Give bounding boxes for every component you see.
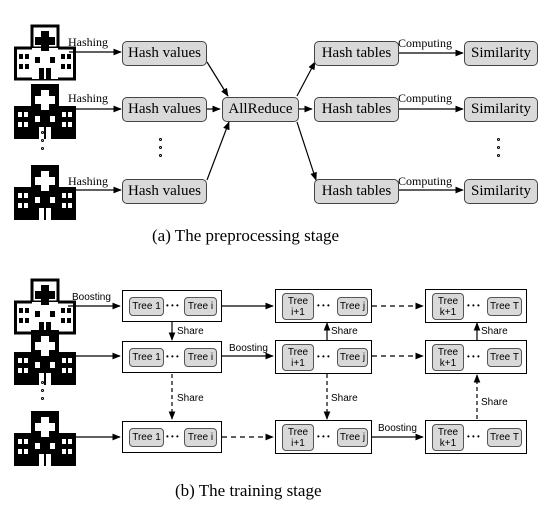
edge-label-boosting: Boosting xyxy=(72,292,111,303)
edge-label-boosting: Boosting xyxy=(378,423,417,434)
edge-label-boosting: Boosting xyxy=(229,343,268,354)
tree-group: Tree i+1 • • • Tree j xyxy=(275,289,372,323)
hospital-icon xyxy=(14,330,76,385)
tree-group: Tree 1 • • • Tree i xyxy=(122,290,222,322)
tree-node: Tree T xyxy=(487,428,522,447)
tree-node: Tree 1 xyxy=(129,428,164,447)
edge-label-share: Share xyxy=(177,393,204,404)
tree-node: Tree j xyxy=(337,297,368,316)
edge-label-computing: Computing xyxy=(398,91,453,105)
edge-label-computing: Computing xyxy=(398,174,453,188)
caption-preprocessing: (a) The preprocessing stage xyxy=(152,226,340,245)
tree-group: Tree k+1 • • • Tree T xyxy=(425,340,527,374)
tree-node: Tree k+1 xyxy=(432,424,464,451)
tree-group: Tree i+1 • • • Tree j xyxy=(275,420,372,454)
vertical-ellipsis xyxy=(41,131,47,155)
tree-group: Tree 1 • • • Tree i xyxy=(122,341,222,373)
tree-node: Tree i xyxy=(184,428,217,447)
hospital-icon xyxy=(14,165,76,220)
hospital-icon xyxy=(14,278,76,335)
edge-label-share: Share xyxy=(331,326,358,337)
edge-label-hashing: Hashing xyxy=(68,174,108,188)
tree-node: Tree k+1 xyxy=(432,293,464,320)
tree-group: Tree k+1 • • • Tree T xyxy=(425,420,527,454)
similarity-node: Similarity xyxy=(464,97,538,122)
allreduce-node: AllReduce xyxy=(222,97,299,122)
edge-label-hashing: Hashing xyxy=(68,91,108,105)
tree-group: Tree i+1 • • • Tree j xyxy=(275,340,372,374)
hospital-icon xyxy=(14,411,76,466)
edge-label-share: Share xyxy=(481,326,508,337)
tree-group: Tree k+1 • • • Tree T xyxy=(425,289,527,323)
tree-node: Tree 1 xyxy=(129,348,164,367)
similarity-node: Similarity xyxy=(464,41,538,66)
tree-node: Tree T xyxy=(487,348,522,367)
hash-values-node: Hash values xyxy=(122,179,207,204)
tree-node: Tree i+1 xyxy=(282,293,314,320)
tree-node: Tree i xyxy=(184,348,217,367)
tree-node: Tree i+1 xyxy=(282,344,314,371)
tree-node: Tree 1 xyxy=(129,297,164,316)
hash-tables-node: Hash tables xyxy=(314,179,399,204)
hospital-icon xyxy=(14,24,76,81)
edge-label-share: Share xyxy=(481,397,508,408)
hash-values-node: Hash values xyxy=(122,97,207,122)
tree-node: Tree j xyxy=(337,428,368,447)
similarity-node: Similarity xyxy=(464,179,538,204)
edge-label-share: Share xyxy=(331,393,358,404)
vertical-ellipsis xyxy=(41,381,47,405)
vertical-ellipsis xyxy=(497,138,503,162)
tree-node: Tree k+1 xyxy=(432,344,464,371)
hash-tables-node: Hash tables xyxy=(314,97,399,122)
edge-label-computing: Computing xyxy=(398,36,453,50)
edge-label-hashing: Hashing xyxy=(68,35,108,49)
edge-label-share: Share xyxy=(177,326,204,337)
tree-group: Tree 1 • • • Tree i xyxy=(122,421,222,453)
hash-values-node: Hash values xyxy=(122,41,207,66)
tree-node: Tree i xyxy=(184,297,217,316)
hash-tables-node: Hash tables xyxy=(314,41,399,66)
caption-training: (b) The training stage xyxy=(175,481,322,500)
tree-node: Tree T xyxy=(487,297,522,316)
tree-node: Tree i+1 xyxy=(282,424,314,451)
tree-node: Tree j xyxy=(337,348,368,367)
vertical-ellipsis xyxy=(159,138,165,162)
